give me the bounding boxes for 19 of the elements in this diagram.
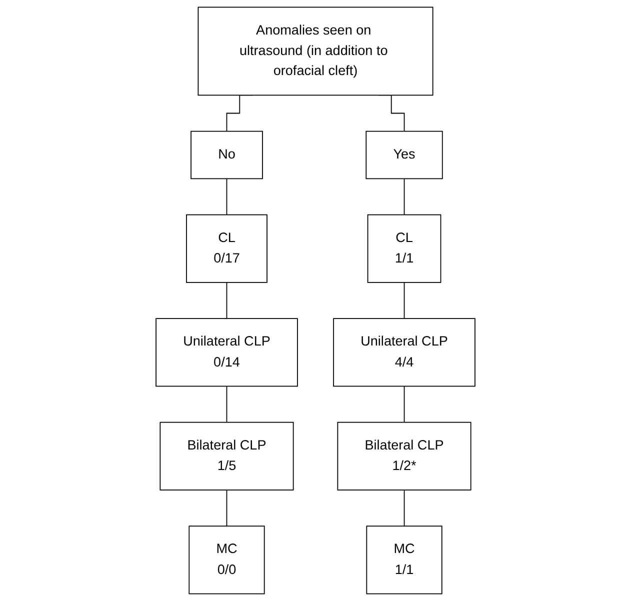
connector — [404, 282, 405, 319]
node-box: MC 1/1 — [366, 526, 442, 594]
node-box: Anomalies seen on ultrasound (in addition to orofacial cleft) — [198, 6, 434, 96]
node-box: No — [190, 130, 263, 180]
node-box: Yes — [366, 130, 443, 180]
connector — [404, 386, 405, 423]
connector — [404, 178, 405, 216]
connector — [226, 282, 228, 319]
node-box: Unilateral CLP 4/4 — [333, 318, 476, 387]
node-box: Unilateral CLP 0/14 — [156, 318, 298, 387]
node-box: MC 0/0 — [188, 526, 265, 594]
connector — [404, 490, 405, 527]
node-box: CL 1/1 — [367, 214, 442, 283]
connector — [226, 178, 228, 216]
node-box: Bilateral CLP 1/5 — [160, 422, 294, 490]
node-box: CL 0/17 — [186, 214, 268, 283]
node-box: Bilateral CLP 1/2* — [337, 422, 472, 490]
connector — [226, 490, 228, 527]
connector — [226, 386, 228, 423]
